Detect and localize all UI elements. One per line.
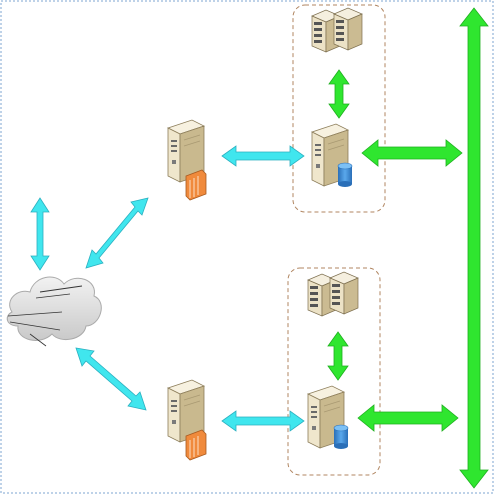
- storage-array-top: [311, 7, 363, 53]
- database-icon-top: [337, 162, 353, 187]
- cyan-arrow-web-to-db-top: [221, 145, 305, 167]
- firewall-icon-bottom: [185, 429, 207, 461]
- cyan-arrow-web-to-db-bottom: [221, 410, 305, 432]
- cyan-arrow-cloud-to-web-server-bottom: [75, 347, 147, 411]
- web-server-top: [167, 119, 207, 201]
- green-arrow-storage-to-db-top: [328, 69, 350, 119]
- cyan-arrow-vertical: [30, 197, 50, 271]
- green-arrow-db-to-backbone-bottom: [357, 404, 459, 432]
- database-server-bottom: [307, 385, 349, 449]
- green-arrow-db-to-backbone-top: [361, 139, 463, 167]
- storage-array-bottom: [307, 271, 359, 317]
- cyan-arrow-cloud-to-web-server-top: [85, 197, 149, 269]
- green-arrow-storage-to-db-bottom: [327, 331, 349, 381]
- web-server-bottom: [167, 379, 207, 461]
- firewall-icon-top: [185, 169, 207, 201]
- database-server-top: [311, 123, 353, 187]
- cloud-icon: [6, 276, 102, 347]
- group-box-top: [292, 4, 386, 213]
- database-icon-bottom: [333, 424, 349, 449]
- green-backbone-arrow: [459, 7, 489, 489]
- group-box-bottom: [287, 267, 381, 476]
